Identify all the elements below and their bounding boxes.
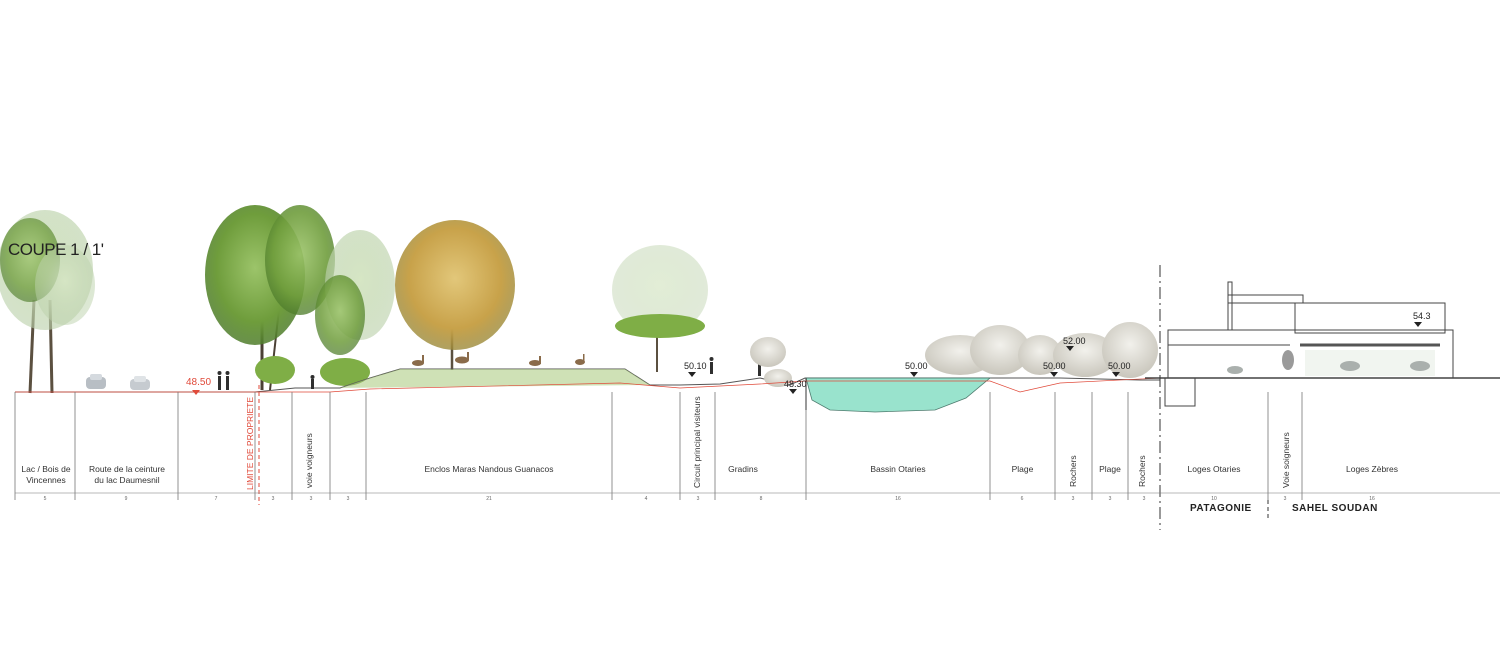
dim-loges-otaries: 10 bbox=[1211, 496, 1217, 502]
bassin-water bbox=[805, 377, 992, 413]
elevation-plage-1: 50.00 bbox=[1043, 361, 1066, 371]
dim-voie-voigneurs: 3 bbox=[309, 496, 313, 502]
dim-plage-1: 6 bbox=[1020, 496, 1024, 502]
dim-limite: 3 bbox=[271, 496, 275, 502]
zone-label-route: Route de la ceinture du lac Daumesnil bbox=[88, 464, 166, 485]
rochers-label-2: Rochers bbox=[1137, 455, 1147, 487]
dim-enclos: 21 bbox=[486, 496, 492, 502]
dim-route: 9 bbox=[124, 496, 128, 502]
voie-soigneurs-label: Voie soigneurs bbox=[1281, 432, 1291, 488]
zone-label-enclos: Enclos Maras Nandous Guanacos bbox=[424, 464, 554, 474]
zone-label-plage-2: Plage bbox=[1099, 464, 1121, 474]
dim-rochers-2: 3 bbox=[1142, 496, 1146, 502]
building-interior bbox=[1227, 350, 1435, 376]
rocks-group bbox=[925, 322, 1158, 378]
dim-plage-2: 3 bbox=[1108, 496, 1112, 502]
dim-gap2: 3 bbox=[346, 496, 350, 502]
dim-circuit: 3 bbox=[696, 496, 700, 502]
dim-bassin: 16 bbox=[895, 496, 901, 502]
dim-lac: 5 bbox=[43, 496, 47, 502]
elevation-plage-2: 50.00 bbox=[1108, 361, 1131, 371]
dim-rochers-1: 3 bbox=[1071, 496, 1075, 502]
dim-gap3: 4 bbox=[644, 496, 648, 502]
zone-label-bassin: Bassin Otaries bbox=[870, 464, 926, 474]
enclos-grass bbox=[330, 369, 650, 388]
elevation-gradins: 48.30 bbox=[784, 379, 807, 389]
voie-voigneurs-label: voie voigneurs bbox=[304, 433, 314, 488]
region-sahel-soudan: SAHEL SOUDAN bbox=[1292, 503, 1378, 514]
autumn-tree bbox=[395, 220, 515, 370]
section-title: COUPE 1 / 1' bbox=[8, 240, 104, 259]
dim-voie-soigneurs: 3 bbox=[1283, 496, 1287, 502]
limite-propriete-label: LIMITE DE PROPRIETE bbox=[245, 396, 255, 490]
zone-label-gradins: Gradins bbox=[728, 464, 758, 474]
tree-left bbox=[0, 210, 95, 394]
tree-cluster-limite bbox=[205, 205, 395, 391]
elevation-markers bbox=[192, 322, 1422, 395]
dim-loges-zebres: 16 bbox=[1369, 496, 1375, 502]
cars-icon bbox=[86, 374, 150, 390]
zone-label-loges-otaries: Loges Otaries bbox=[1187, 464, 1241, 474]
elevation-building: 54.3 bbox=[1413, 311, 1431, 321]
elevation-rochers: 52.00 bbox=[1063, 336, 1086, 346]
elevation-bassin: 50.00 bbox=[905, 361, 928, 371]
grade-line bbox=[15, 377, 1270, 505]
animals-icon bbox=[412, 352, 585, 366]
dim-gap1: 7 bbox=[214, 496, 218, 502]
dim-gradins: 8 bbox=[759, 496, 763, 502]
zone-label-plage-1: Plage bbox=[1011, 464, 1034, 474]
zone-grid bbox=[14, 392, 1500, 500]
region-patagonie: PATAGONIE bbox=[1190, 503, 1252, 514]
elevation-road: 48.50 bbox=[186, 377, 212, 388]
building-loges bbox=[1145, 281, 1500, 407]
elevation-circuit: 50.10 bbox=[684, 361, 707, 371]
rochers-label-1: Rochers bbox=[1068, 455, 1078, 487]
zone-label-loges-zebres: Loges Zèbres bbox=[1346, 464, 1398, 474]
zone-label-lac: Lac / Bois de Vincennes bbox=[21, 464, 71, 485]
circuit-visiteurs-label: Circuit principal visiteurs bbox=[692, 396, 702, 488]
savanna-trees bbox=[612, 245, 708, 372]
